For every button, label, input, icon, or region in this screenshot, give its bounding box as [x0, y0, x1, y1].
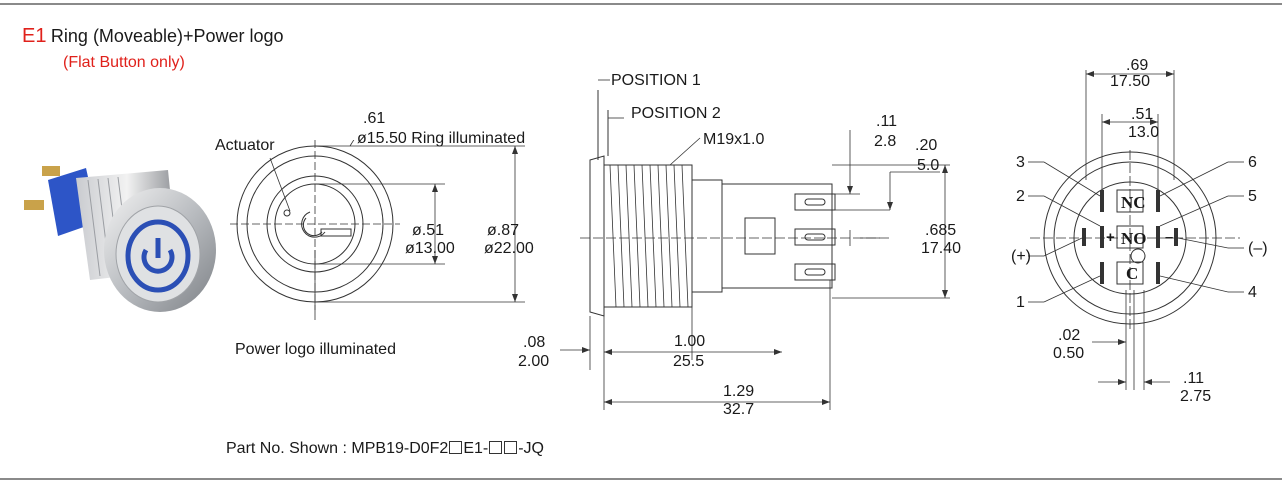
pin-label-4: 4: [1248, 284, 1257, 301]
ring-dim-in: .61: [363, 110, 386, 127]
dim-0685-mm: 17.40: [921, 240, 962, 257]
dim-100-mm: 25.5: [673, 353, 705, 370]
dim-020-in: .20: [915, 137, 938, 154]
part-number: Part No. Shown : MPB19-D0F2 E1- -JQ: [226, 440, 544, 458]
rear-view-drawing: [1028, 70, 1244, 390]
dim-011-mm: 2.8: [874, 133, 897, 150]
pin-label-minus: (–): [1248, 240, 1268, 257]
pitch-011-mm: 2.75: [1180, 388, 1212, 405]
section-title: E1 Ring (Moveable)+Power logo: [22, 25, 284, 48]
bottom-rule: [0, 478, 1282, 480]
pin-label-1: 1: [1016, 294, 1025, 311]
c-label: C: [1126, 264, 1139, 283]
pin-label-2: 2: [1016, 188, 1025, 205]
dim-020-mm: 5.0: [917, 157, 940, 174]
top-rule: [0, 3, 1282, 5]
thread-label: M19x1.0: [703, 131, 765, 148]
dim-011-in: .11: [876, 113, 898, 130]
pin-label-5: 5: [1248, 188, 1257, 205]
pin-label-6: 6: [1248, 154, 1257, 171]
thickness-002-in: .02: [1058, 327, 1081, 344]
option-box-3: [504, 441, 518, 454]
width-051-in: .51: [1131, 106, 1154, 123]
dim-129-mm: 32.7: [723, 401, 755, 418]
option-box-2: [489, 441, 503, 454]
pitch-011-in: .11: [1183, 370, 1205, 387]
pin-label-plus: (+): [1011, 248, 1031, 265]
position-2-label: POSITION 2: [631, 105, 721, 122]
section-code: E1: [22, 25, 47, 47]
position-1-label: POSITION 1: [611, 72, 701, 89]
thickness-002-mm: 0.50: [1053, 345, 1085, 362]
part-mid: E1-: [463, 440, 489, 457]
dim-129-in: 1.29: [723, 383, 755, 400]
section-heading: Ring (Moveable)+Power logo: [50, 26, 284, 46]
dim-100-in: 1.00: [674, 333, 706, 350]
inner-dim-mm: ø13.00: [405, 240, 455, 257]
outer-dim-in: ø.87: [487, 222, 520, 239]
dim-0685-in: .685: [925, 222, 957, 239]
dim-008-mm: 2.00: [518, 353, 550, 370]
side-view-drawing: [560, 79, 950, 410]
width-069-mm: 17.50: [1110, 73, 1151, 90]
ring-dim-mm: ø15.50 Ring illuminated: [357, 130, 526, 147]
part-suffix: -JQ: [518, 440, 544, 457]
section-note: (Flat Button only): [63, 54, 185, 71]
inner-dim-in: ø.51: [412, 222, 445, 239]
width-069-in: .69: [1126, 57, 1149, 74]
nc-label: NC: [1121, 193, 1146, 212]
outer-dim-mm: ø22.00: [484, 240, 534, 257]
option-box-1: [449, 441, 463, 454]
product-photo: [24, 166, 216, 312]
dim-008-in: .08: [523, 334, 546, 351]
plus-sign: +: [1106, 229, 1115, 246]
actuator-label: Actuator: [215, 137, 275, 154]
logo-label: Power logo illuminated: [235, 341, 396, 358]
pin-label-3: 3: [1016, 154, 1025, 171]
part-prefix: Part No. Shown : MPB19-D0F2: [226, 440, 449, 457]
width-051-mm: 13.0: [1128, 124, 1160, 141]
no-label: NO: [1121, 229, 1147, 248]
front-view-drawing: [230, 140, 525, 320]
minus-sign: –: [1165, 229, 1174, 246]
